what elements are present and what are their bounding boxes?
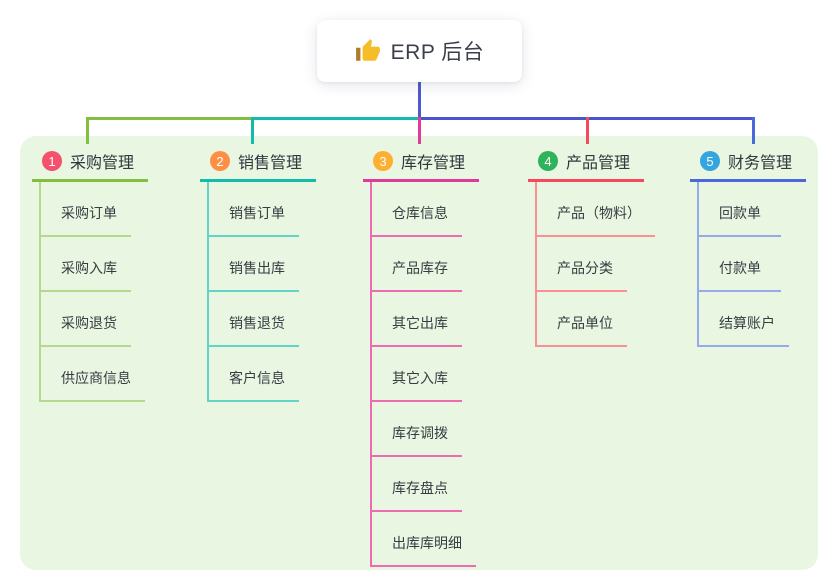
branch-drop-line-product xyxy=(586,117,589,144)
child-label: 出库库明细 xyxy=(392,535,462,551)
branch-inventory: 3 库存管理 仓库信息 产品库存 其它出库 其它入库 库存调拨 库存盘点 出库库… xyxy=(363,148,523,567)
child-node[interactable]: 产品单位 xyxy=(537,292,627,347)
branch-label: 库存管理 xyxy=(401,155,466,172)
branch-children: 销售订单 销售出库 销售退货 客户信息 xyxy=(207,182,360,402)
branch-label: 采购管理 xyxy=(70,155,135,172)
branch-header-inventory[interactable]: 3 库存管理 xyxy=(363,148,479,182)
child-node[interactable]: 付款单 xyxy=(699,237,781,292)
child-label: 销售出库 xyxy=(229,260,285,276)
child-label: 销售订单 xyxy=(229,205,285,221)
child-node[interactable]: 供应商信息 xyxy=(41,347,145,402)
child-node[interactable]: 客户信息 xyxy=(209,347,299,402)
child-node[interactable]: 其它入库 xyxy=(372,347,462,402)
branch-number-badge: 3 xyxy=(373,151,393,171)
branch-drop-line-inventory xyxy=(418,117,421,144)
branch-number-badge: 4 xyxy=(538,151,558,171)
branch-children: 仓库信息 产品库存 其它出库 其它入库 库存调拨 库存盘点 出库库明细 xyxy=(370,182,523,567)
branch-label: 产品管理 xyxy=(566,155,631,172)
child-node[interactable]: 其它出库 xyxy=(372,292,462,347)
child-node[interactable]: 产品库存 xyxy=(372,237,462,292)
branch-number-badge: 2 xyxy=(210,151,230,171)
branch-drop-line-finance xyxy=(752,117,755,144)
child-label: 产品分类 xyxy=(557,260,613,276)
child-label: 采购退货 xyxy=(61,315,117,331)
child-label: 付款单 xyxy=(719,260,761,276)
child-label: 产品单位 xyxy=(557,315,613,331)
child-node[interactable]: 仓库信息 xyxy=(372,182,462,237)
child-label: 结算账户 xyxy=(719,315,775,331)
thumbs-up-icon xyxy=(355,38,381,64)
child-label: 采购入库 xyxy=(61,260,117,276)
child-label: 产品（物料） xyxy=(557,205,641,221)
branch-children: 采购订单 采购入库 采购退货 供应商信息 xyxy=(39,182,192,402)
child-label: 回款单 xyxy=(719,205,761,221)
child-node[interactable]: 产品（物料） xyxy=(537,182,655,237)
child-label: 采购订单 xyxy=(61,205,117,221)
branch-children: 产品（物料） 产品分类 产品单位 xyxy=(535,182,688,347)
branch-drop-line-sales xyxy=(251,117,254,144)
child-node[interactable]: 回款单 xyxy=(699,182,781,237)
branch-children: 回款单 付款单 结算账户 xyxy=(697,182,839,347)
branch-purchase: 1 采购管理 采购订单 采购入库 采购退货 供应商信息 xyxy=(32,148,192,402)
branch-header-purchase[interactable]: 1 采购管理 xyxy=(32,148,148,182)
root-title: ERP 后台 xyxy=(390,41,485,64)
branches-panel xyxy=(20,136,818,570)
branch-drop-line-purchase xyxy=(86,117,89,144)
child-label: 库存盘点 xyxy=(392,480,448,496)
child-label: 库存调拨 xyxy=(392,425,448,441)
child-label: 其它入库 xyxy=(392,370,448,386)
child-label: 其它出库 xyxy=(392,315,448,331)
root-node[interactable]: ERP 后台 xyxy=(317,20,522,82)
child-node[interactable]: 结算账户 xyxy=(699,292,789,347)
child-label: 供应商信息 xyxy=(61,370,131,386)
child-node[interactable]: 采购订单 xyxy=(41,182,131,237)
child-node[interactable]: 产品分类 xyxy=(537,237,627,292)
branch-label: 销售管理 xyxy=(238,155,303,172)
child-node[interactable]: 销售退货 xyxy=(209,292,299,347)
branch-number-badge: 1 xyxy=(42,151,62,171)
bus-segment-teal xyxy=(251,117,421,120)
root-stem-line xyxy=(418,82,421,117)
child-node[interactable]: 出库库明细 xyxy=(372,512,476,567)
branch-number-badge: 5 xyxy=(700,151,720,171)
branch-label: 财务管理 xyxy=(728,155,793,172)
child-node[interactable]: 采购退货 xyxy=(41,292,131,347)
child-node[interactable]: 销售订单 xyxy=(209,182,299,237)
branch-header-sales[interactable]: 2 销售管理 xyxy=(200,148,316,182)
child-label: 仓库信息 xyxy=(392,205,448,221)
child-node[interactable]: 库存盘点 xyxy=(372,457,462,512)
branch-header-product[interactable]: 4 产品管理 xyxy=(528,148,644,182)
child-label: 销售退货 xyxy=(229,315,285,331)
bus-segment-green xyxy=(86,117,254,120)
branch-product: 4 产品管理 产品（物料） 产品分类 产品单位 xyxy=(528,148,688,347)
branch-sales: 2 销售管理 销售订单 销售出库 销售退货 客户信息 xyxy=(200,148,360,402)
child-label: 客户信息 xyxy=(229,370,285,386)
child-node[interactable]: 库存调拨 xyxy=(372,402,462,457)
child-node[interactable]: 销售出库 xyxy=(209,237,299,292)
child-label: 产品库存 xyxy=(392,260,448,276)
child-node[interactable]: 采购入库 xyxy=(41,237,131,292)
branch-header-finance[interactable]: 5 财务管理 xyxy=(690,148,806,182)
branch-finance: 5 财务管理 回款单 付款单 结算账户 xyxy=(690,148,839,347)
